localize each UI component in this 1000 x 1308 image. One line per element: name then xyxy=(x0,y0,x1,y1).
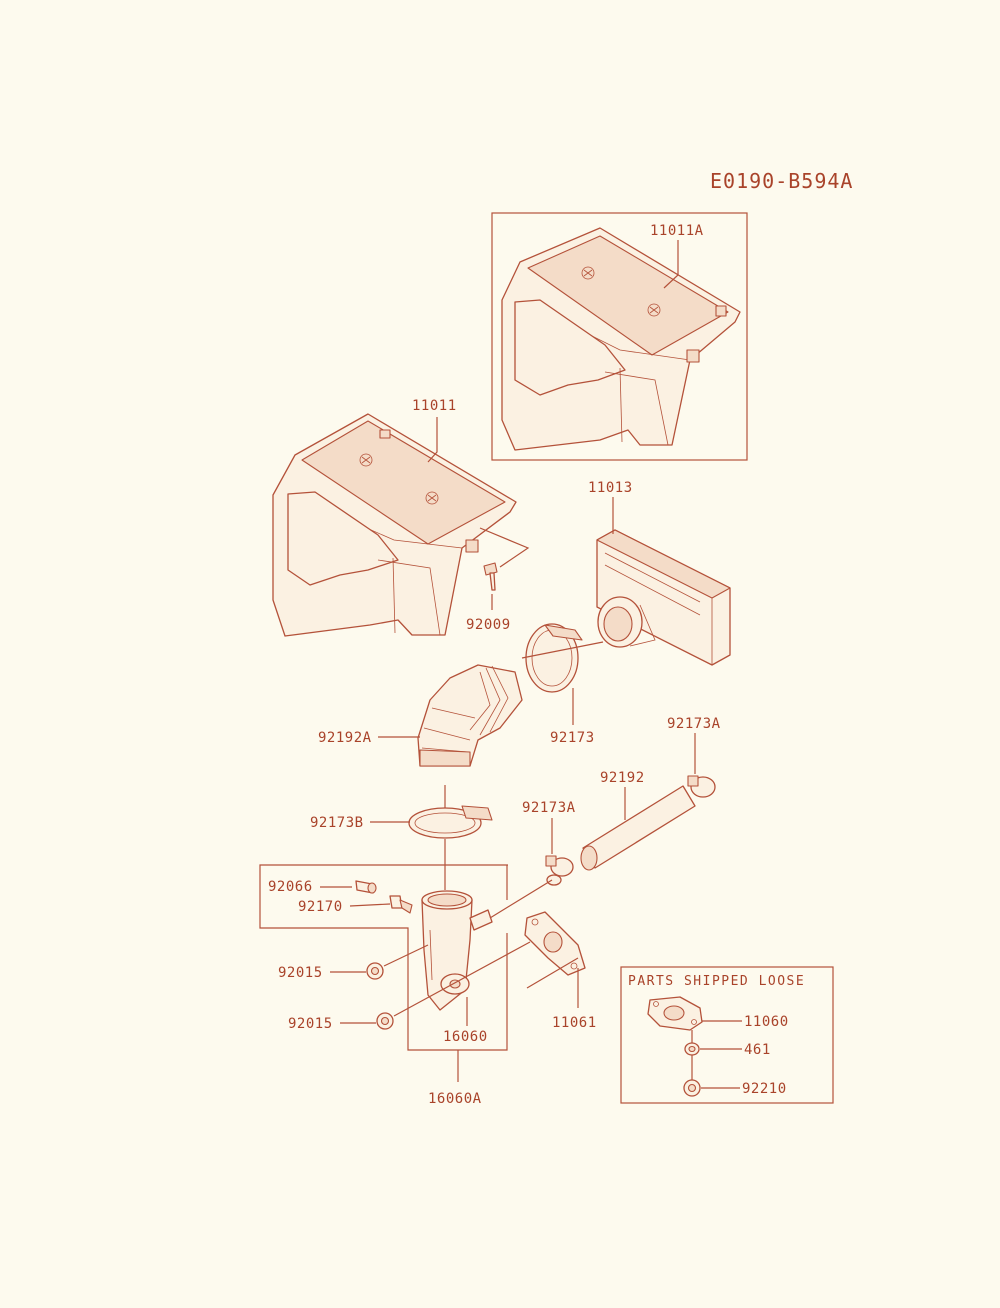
label-92192A: 92192A xyxy=(318,730,372,746)
air-cleaner-cover-11011A xyxy=(501,227,741,451)
leader-11011A xyxy=(663,240,679,289)
label-92009: 92009 xyxy=(466,617,511,633)
label-11011A: 11011A xyxy=(650,223,704,239)
hose-end-fitting xyxy=(546,874,562,886)
leader-11061-link xyxy=(526,957,579,989)
fuel-hose-92192 xyxy=(580,785,696,871)
inset-box-11011A xyxy=(491,212,748,461)
hose-clamp-92173B xyxy=(408,805,493,839)
nut-92210 xyxy=(683,1079,701,1097)
hose-clamp-92173A-mid xyxy=(545,855,574,877)
bracket-16060A xyxy=(259,864,508,1051)
air-inlet-elbow-16060 xyxy=(421,890,493,1011)
screw-92009 xyxy=(483,562,498,591)
air-cleaner-cover-11011 xyxy=(272,413,517,637)
label-92170: 92170 xyxy=(298,899,343,915)
stud-92066 xyxy=(355,880,377,894)
leader-92015-b-link xyxy=(393,941,531,1017)
clamp-92170 xyxy=(389,895,413,914)
gasket-11061 xyxy=(524,911,586,976)
elbow-hose-92192A xyxy=(417,664,523,767)
label-92173A-top: 92173A xyxy=(667,716,721,732)
label-16060A: 16060A xyxy=(428,1091,482,1107)
loose-parts-title: PARTS SHIPPED LOOSE xyxy=(628,974,805,989)
nut-92015-b xyxy=(376,1012,394,1030)
label-92066: 92066 xyxy=(268,879,313,895)
loose-parts-box xyxy=(620,966,834,1104)
label-92210: 92210 xyxy=(742,1081,787,1097)
label-92015-a: 92015 xyxy=(278,965,323,981)
nut-92015-a xyxy=(366,962,384,980)
hose-clamp-92173 xyxy=(525,623,583,693)
label-92173B: 92173B xyxy=(310,815,364,831)
label-92173: 92173 xyxy=(550,730,595,746)
leader-92170 xyxy=(349,903,391,907)
label-92192: 92192 xyxy=(600,770,645,786)
label-92015-b: 92015 xyxy=(288,1016,333,1032)
leader-92009-guide xyxy=(479,527,530,568)
label-461: 461 xyxy=(744,1042,771,1058)
label-16060: 16060 xyxy=(443,1029,488,1045)
hose-clamp-92173A-top xyxy=(687,775,716,798)
label-11060: 11060 xyxy=(744,1014,789,1030)
label-92173A-mid: 92173A xyxy=(522,800,576,816)
leader-11011 xyxy=(427,417,438,463)
air-filter-element-11013 xyxy=(596,529,731,666)
leader-92173-axis xyxy=(521,641,604,659)
diagram-id: E0190-B594A xyxy=(710,169,853,193)
label-11011: 11011 xyxy=(412,398,457,414)
leader-hose-link xyxy=(489,879,553,919)
label-11013: 11013 xyxy=(588,480,633,496)
leader-92015-a-link xyxy=(383,944,429,967)
gasket-11060 xyxy=(647,996,703,1031)
washer-461 xyxy=(684,1042,700,1056)
label-11061: 11061 xyxy=(552,1015,597,1031)
